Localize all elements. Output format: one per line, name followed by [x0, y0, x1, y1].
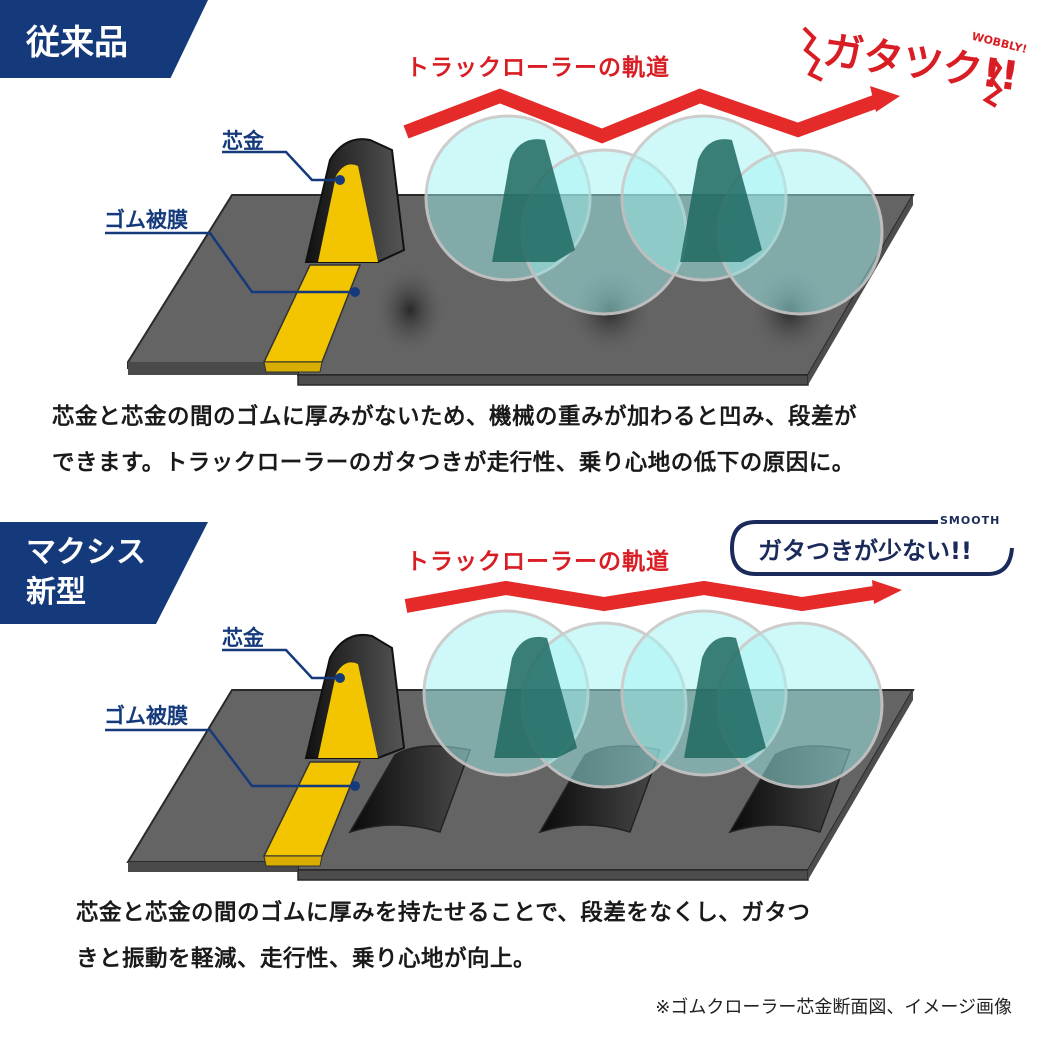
magnifier-lenses [422, 609, 884, 789]
trajectory-label: トラックローラーの軌道 [406, 55, 670, 81]
trajectory-arrow [403, 88, 883, 144]
badge-title: 従来品 [26, 22, 128, 63]
description-line: 芯金と芯金の間のゴムに厚みがないため、機械の重みが加わると凹み、段差が [52, 404, 858, 430]
rubber-label: ゴム被膜 [104, 704, 188, 728]
description-new: 芯金と芯金の間のゴムに厚みを持たせることで、段差をなくし、ガタつ きと振動を軽減… [76, 890, 810, 982]
section-badge-conventional: 従来品 [0, 0, 208, 78]
core-metal [318, 164, 378, 262]
badge-title-line2: 新型 [26, 575, 86, 610]
core-metal [318, 662, 378, 758]
footnote: ※ゴムクローラー芯金断面図、イメージ画像 [655, 997, 1012, 1018]
trajectory-arrow [404, 580, 882, 613]
smooth-callout-en: SMOOTH [940, 514, 1001, 527]
smooth-callout-frame [729, 520, 1014, 576]
rubber-lug [728, 745, 852, 834]
rubber-leader-line [105, 231, 355, 294]
core-leader-line [222, 150, 340, 182]
zigzag-right-icon [982, 58, 1003, 108]
badge-title-line1: マクシス [26, 535, 146, 570]
smooth-callout-text: ガタつきが少ない!! [758, 537, 972, 565]
new-crawler-diagram [105, 580, 915, 881]
conventional-crawler-diagram [105, 86, 915, 386]
description-line: きと振動を軽減、走行性、乗り心地が向上。 [76, 946, 537, 972]
rubber-lug [538, 745, 662, 834]
zigzag-left-icon [802, 26, 823, 82]
rubber-label: ゴム被膜 [104, 208, 188, 232]
description-line: 芯金と芯金の間のゴムに厚みを持たせることで、段差をなくし、ガタつ [76, 900, 811, 926]
core-leader-line [222, 648, 340, 680]
core-label: 芯金 [222, 626, 264, 650]
rubber-lug [348, 745, 472, 834]
section-badge-new: マクシス 新型 [0, 522, 208, 624]
description-conventional: 芯金と芯金の間のゴムに厚みがないため、機械の重みが加わると凹み、段差が できます… [52, 394, 857, 486]
trajectory-label: トラックローラーの軌道 [406, 549, 670, 575]
description-line: できます。トラックローラーのガタつきが走行性、乗り心地の低下の原因に。 [52, 450, 855, 476]
wobbly-callout: ガタツク!! WOBBLY! [802, 26, 1028, 108]
rubber-leader-line [105, 728, 355, 788]
core-label: 芯金 [222, 129, 264, 153]
